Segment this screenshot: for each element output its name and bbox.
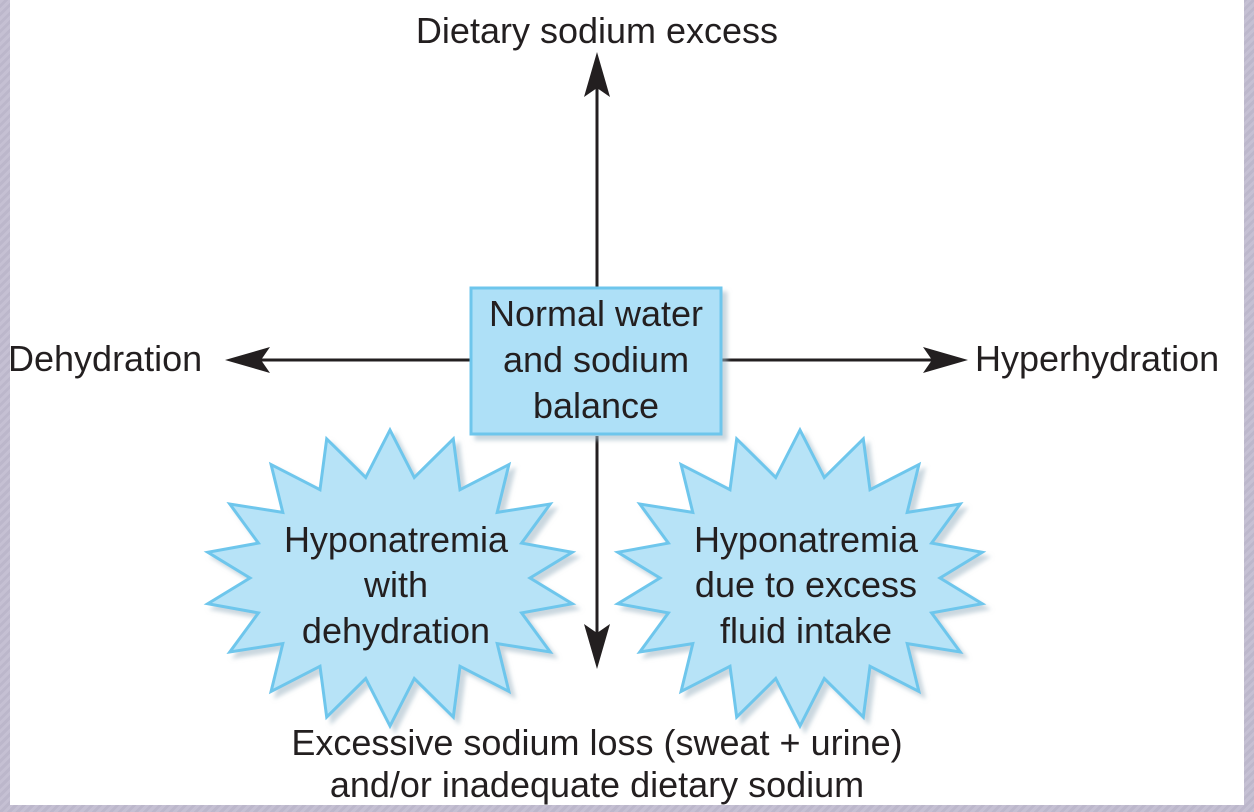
axis-label-bottom-line2: and/or inadequate dietary sodium <box>330 764 864 805</box>
center-box-line1: Normal water <box>489 293 703 334</box>
axis-label-top: Dietary sodium excess <box>416 10 778 51</box>
arrowhead-down <box>584 624 610 669</box>
burst-right-line3: fluid intake <box>720 610 892 651</box>
burst-right-line1: Hyponatremia <box>694 519 919 560</box>
burst-right-line2: due to excess <box>695 564 917 605</box>
burst-left-line3: dehydration <box>302 610 490 651</box>
burst-left-line2: with <box>363 564 428 605</box>
axis-label-left: Dehydration <box>8 338 202 379</box>
arrowhead-up <box>584 52 610 97</box>
center-box-line3: balance <box>533 385 659 426</box>
axis-label-bottom-line1: Excessive sodium loss (sweat + urine) <box>291 722 902 763</box>
burst-right-shape <box>613 426 987 730</box>
arrowhead-left <box>225 347 270 373</box>
center-box <box>469 286 723 436</box>
arrowhead-right <box>923 347 968 373</box>
center-box-line2: and sodium <box>503 339 689 380</box>
burst-left-shape <box>203 426 577 730</box>
axis-label-right: Hyperhydration <box>975 338 1219 379</box>
burst-left-line1: Hyponatremia <box>284 519 509 560</box>
